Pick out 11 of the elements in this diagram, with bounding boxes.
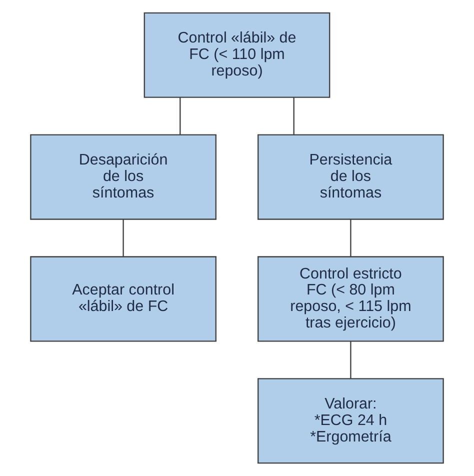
connector [350, 341, 352, 379]
connector [180, 97, 181, 135]
connector [350, 219, 352, 257]
node-box: Aceptar control «lábil» de FC [30, 256, 216, 342]
connector [122, 219, 124, 257]
node-box: Control «lábil» de FC (< 110 lpm reposo) [144, 12, 330, 98]
connector [293, 97, 294, 135]
node-box: Desaparición de los síntomas [30, 134, 216, 220]
node-box: Valorar: *ECG 24 h *Ergometría [258, 378, 444, 464]
node-box: Persistencia de los síntomas [258, 134, 444, 220]
node-box: Control estricto FC (< 80 lpm reposo, < 115 lpm tras ejercicio) [258, 256, 444, 342]
